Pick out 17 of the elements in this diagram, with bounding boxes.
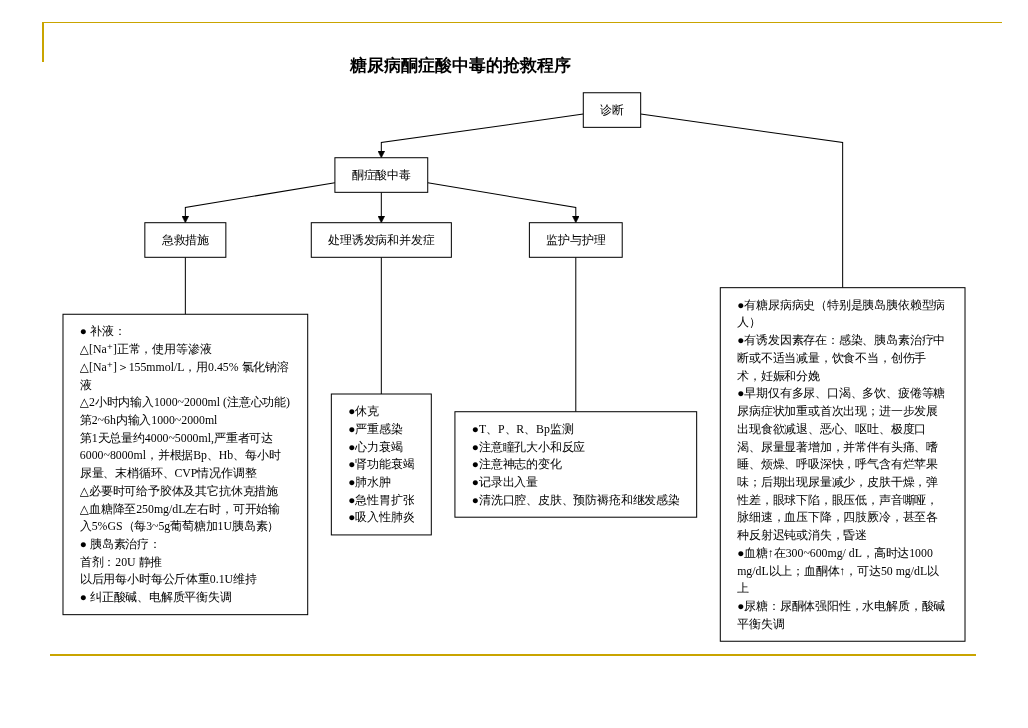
diagram-title: 糖尿病酮症酸中毒的抢救程序: [348, 55, 572, 77]
arrow: [427, 182, 580, 224]
process-box: 酮症酸中毒: [334, 157, 429, 193]
text-box: ●T、P、R、Bp监测 ●注意瞳孔大小和反应 ●注意神志的变化 ●记录出入量 ●清洗口腔、皮肤、预防褥疮和继发感染: [454, 411, 698, 518]
connector-line: [640, 113, 844, 289]
process-box: 处理诱发病和并发症: [310, 222, 452, 258]
process-box: 诊断: [582, 92, 642, 128]
arrow: [377, 113, 584, 159]
connector-line: [575, 256, 577, 413]
text-box: ●有糖尿病病史（特别是胰岛胰依赖型病人） ●有诱发因素存在：感染、胰岛素治疗中断或不适当减量，饮食不当，创伤手术，妊娠和分娩 ●早期仅有多尿、口渴、多饮、疲倦等糖尿病症状加重或首次出现；进一步发展出现食欲减退、恶心、呕吐、极度口渴、尿量显著增加，并常伴有头痛、嗜睡、烦燥、呼吸深快，呼气含有烂苹果味；后期出现尿量减少，皮肤干燥，弹性差，眼球下陷，眼压低，声音嘶哑，脉细速，血压下降，四肢厥冷，甚至各种反射迟钝或消失，昏迷 ●血糖↑在300~600mg/ dL，高时达1000 mg/dL以上；血酮体↑，可达50 mg/dL以上 ●尿糖：尿酮体强阳性，水电解质，酸碱平衡失调: [719, 287, 966, 642]
text-box: ● 补液： △[Na⁺]正常，使用等渗液 △[Na⁺]＞155mmol/L，用0.45% 氯化钠溶液 △2小时内输入1000~2000ml (注意心功能) 第2~6h内输入1000~2000ml 第1天总量约4000~5000ml,严重者可达6000~8000ml，并根据Bp、Hb、每小时尿量、末梢循环、CVP情况作调整 △必要时可给予胶体及其它抗休克措施 △血糖降至250mg/dL左右时，可开始输入5%GS（每3~5g葡萄糖加1U胰岛素） ● 胰岛素治疗： 首剂：20U 静推 以后用每小时每公斤体重0.1U维持 ● 纠正酸碱、电解质平衡失调: [62, 313, 309, 616]
text-box: ●休克 ●严重感染 ●心力衰竭 ●肾功能衰竭 ●肺水肿 ●急性胃扩张 ●吸入性肺炎: [330, 393, 432, 536]
process-box: 监护与护理: [528, 222, 623, 258]
process-box: 急救措施: [144, 222, 227, 258]
connector-line: [380, 256, 382, 395]
connector-line: [184, 256, 186, 315]
arrow: [377, 191, 386, 224]
